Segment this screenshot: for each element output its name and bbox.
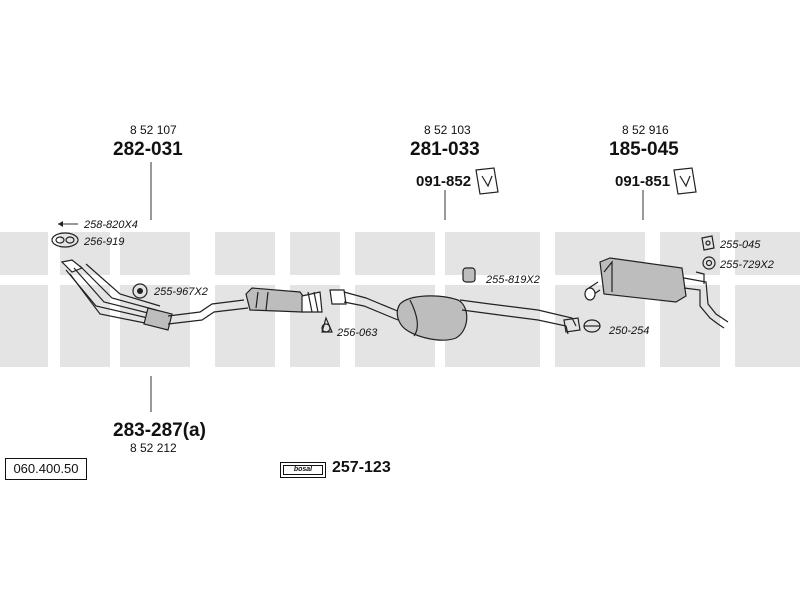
gasket-cat-icon [321, 316, 333, 333]
downpipe-oe-number: 8 52 212 [130, 441, 177, 455]
rear-part-number: 185-045 [609, 139, 679, 160]
rubber-mount-icon [462, 267, 476, 283]
center-part-number: 281-033 [410, 139, 480, 160]
ring-rear-icon [702, 256, 716, 270]
center-hanger-icon [475, 167, 499, 195]
rear-hanger-code: 091-851 [615, 173, 670, 190]
front-oe-number: 8 52 107 [130, 123, 177, 137]
kit-number: 257-123 [332, 459, 391, 476]
ring-front-icon [132, 283, 148, 299]
center-oe-number: 8 52 103 [424, 123, 471, 137]
downpipe-part-number: 283-287(a) [113, 420, 206, 441]
center-hanger-code: 091-852 [416, 173, 471, 190]
rear-hanger-icon [673, 167, 697, 195]
reference-number-box: 060.400.50 [5, 458, 87, 480]
bolt-icon [58, 221, 78, 227]
rubber-mount-code: 255-819X2 [485, 274, 540, 286]
rear-muffler-assembly [584, 257, 729, 329]
ring-front-code: 255-967X2 [153, 286, 208, 298]
bracket-rear-icon [701, 235, 715, 251]
kit-brand-badge: bosal [280, 462, 326, 478]
gasket-front-code: 256-919 [83, 236, 124, 248]
clamp-code: 250-254 [608, 325, 649, 337]
bolt-code: 258-820X4 [83, 219, 138, 231]
center-pipe-assembly [329, 289, 581, 341]
front-pipe-assembly [60, 259, 323, 331]
clamp-icon [583, 319, 601, 333]
bracket-rear-code: 255-045 [719, 239, 761, 251]
front-part-number: 282-031 [113, 139, 183, 160]
gasket-front-icon [51, 232, 79, 248]
kit-brand-badge-text: bosal [283, 465, 323, 475]
rear-oe-number: 8 52 916 [622, 123, 669, 137]
ring-rear-code: 255-729X2 [719, 259, 774, 271]
gasket-cat-code: 256-063 [336, 327, 378, 339]
